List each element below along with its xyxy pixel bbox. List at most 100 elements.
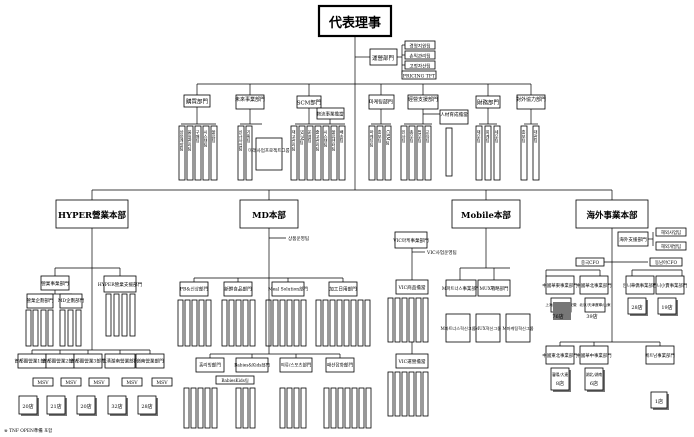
dept-label-future: 未來事業部門 [235, 96, 265, 103]
mobile-part-box [477, 279, 511, 297]
svg-text:39店: 39店 [586, 313, 597, 320]
team-label: CRM팀 [385, 130, 390, 145]
dept-label-finance: 財務部門 [477, 99, 500, 107]
svg-text:M마케팅혁신그룹: M마케팅혁신그룹 [502, 325, 533, 332]
svg-text:19店: 19店 [661, 304, 672, 311]
hyper-msv: MSV MSV MSV MSV MSV [32, 377, 173, 387]
dept-label-scm: SCM部門 [297, 99, 322, 107]
svg-text:20店: 20店 [80, 403, 91, 410]
hyper-dept-label: 營業事業部門 [41, 280, 69, 287]
svg-text:MUX혁신그룹: MUX혁신그룹 [475, 325, 501, 332]
division-box-md [239, 199, 299, 229]
md-teams-row1 [177, 299, 371, 347]
division-label-md: MD本部 [252, 210, 286, 221]
hyper-stores: 20店 21店 20店 32店 28店 [18, 395, 158, 416]
hyper-dept-label: HYPER營業支援部門 [98, 281, 143, 288]
md-dept2-label: 홈리빙部門 [199, 362, 221, 369]
team-label: 배송팀 [339, 129, 344, 143]
team-label: 시스템팀 [203, 130, 208, 147]
team-label: 교육팀 [425, 130, 430, 143]
hyper-teams [25, 293, 136, 347]
team-label: 세무팀 [494, 129, 499, 143]
svg-text:湖北/湖南: 湖北/湖南 [586, 372, 603, 377]
md-dept2-label: 의류/스포츠部門 [281, 362, 312, 369]
team-label: 출고관리팀 [315, 129, 320, 152]
scm-sub-label: 物流事業擔當 [317, 111, 344, 118]
staff-head-label: 運營部門 [372, 54, 395, 62]
md-teams-row2 [183, 387, 372, 429]
support-sub-box [439, 109, 469, 125]
staff-team-label: 고정자산팀 [409, 63, 430, 70]
scm-teams [290, 125, 346, 181]
svg-text:中國華北事業部門: 中國華北事業部門 [576, 282, 612, 289]
hyper-footnote: ※ TNF OPEN準備 포함 [4, 427, 52, 434]
mobile-vic1-label: VIC商品擔當 [397, 284, 425, 291]
dept-label-purchase: 購買部門 [186, 98, 209, 106]
svg-text:M파트너스혁신그룹: M파트너스혁신그룹 [440, 325, 475, 332]
division-box-overseas [575, 199, 649, 229]
svg-text:中國華中事業部門: 中國華中事業部門 [576, 352, 612, 359]
md-dept2-label: Babies&Kids部門 [234, 362, 270, 369]
team-label: 홍보팀 [521, 129, 526, 143]
md-inner-box [215, 375, 255, 385]
staff-team-box [404, 60, 436, 70]
mobile-teams2 [387, 371, 429, 417]
overseas-china: 中國華東事業部門 中國華北事業部門 上海/江蘇浙江/安徽 北京/天津遼寧/山東 … [542, 275, 612, 320]
svg-text:28店: 28店 [631, 304, 642, 311]
md-dept-label: PB&신상部門 [180, 286, 209, 293]
overseas-indo: 인니華僑事業部門 인니小賣事業部門 28店 19店 [623, 275, 688, 316]
mobile-part-box [445, 279, 477, 297]
svg-text:中國華東事業部門: 中國華東事業部門 [542, 282, 578, 289]
md-depts2: 홈리빙部門 Babies&Kids部門 의류/스포츠部門 패션잡화部門 [195, 354, 355, 373]
purchase-teams [178, 125, 218, 181]
md-inner-label: BabiesKids팀 [221, 377, 249, 383]
svg-text:32店: 32店 [111, 403, 122, 410]
support-teams [400, 125, 453, 181]
overseas-support-label: 海外支援部門 [619, 236, 647, 243]
overseas-side-label: 해외개발팀 [661, 243, 681, 250]
svg-text:인니小賣事業部門: 인니小賣事業部門 [653, 282, 688, 289]
hyper-sub-label: 營業企劃部門 [27, 297, 54, 304]
support-sub-label: 人材育成擔當 [440, 111, 468, 118]
mobile-vic2-label: VIC運營擔當 [397, 358, 425, 365]
team-label: 기획팀 [246, 129, 251, 143]
team-label: 시스템팀 [323, 130, 328, 147]
mobile-groups: M파트너스혁신그룹 MUX혁신그룹 M마케팅혁신그룹 [440, 313, 534, 343]
mobile-vic1-box [395, 279, 429, 295]
dept-label-support: 經營支援部門 [408, 96, 438, 103]
hyper-regions: 首都圈營業1部門 首都圈營業2部門 首都圈營業3部門 忠淸湖南營業部門 嶺南營業… [14, 350, 165, 369]
md-dept2-label: 패션잡화部門 [327, 362, 353, 369]
md-support-label: 상품운영팀 [288, 235, 309, 242]
svg-text:北京/天津遼寧/山東: 北京/天津遼寧/山東 [579, 302, 611, 307]
division-label-overseas: 海外事業本部 [586, 210, 638, 221]
mobile-part-label: M파트너스事業部門 [442, 285, 481, 292]
hyper-region-label: 嶺南營業部門 [136, 358, 164, 365]
overseas-vietnam-store: 1店 [655, 398, 663, 405]
future-note-box [255, 137, 283, 171]
staff-tft-box [401, 70, 437, 80]
mobile-sub-label: VIC사업운영팀 [426, 249, 457, 256]
svg-text:20店: 20店 [22, 403, 33, 410]
dept-label-external: 對外協力部門 [516, 96, 546, 103]
staff-teams: 경영지원팀 손익관리팀 고정자산팀 PRICING TFT [401, 40, 437, 80]
staff-tft-label: PRICING TFT [403, 74, 436, 80]
hyper-region-label: 忠淸湖南營業部門 [102, 358, 139, 365]
hyper-sub-box [59, 293, 83, 309]
team-label: 상품개발팀 [179, 129, 184, 152]
svg-text:MSV: MSV [37, 380, 49, 386]
svg-text:21店: 21店 [50, 403, 61, 410]
hyper-region-label: 首都圈營業2部門 [42, 358, 77, 365]
team-label: 홍보팀 [377, 129, 382, 143]
svg-text:瀋陽/大連: 瀋陽/大連 [552, 372, 569, 377]
hyper-sub-label: MD企劃部門 [58, 297, 85, 304]
overseas-vietnam-label: 베트남事業部門 [645, 352, 675, 359]
svg-text:MSV: MSV [65, 380, 77, 386]
team-label: 물류센터팀 [331, 130, 336, 152]
overseas-side-label: 해외사업팀 [661, 229, 681, 236]
team-label: 인사팀 [401, 129, 406, 143]
mobile-dept-label: VIC마케事業部門 [392, 237, 429, 244]
overseas-cfo-label: 중국CFO [581, 260, 599, 266]
svg-text:MSV: MSV [126, 380, 138, 386]
